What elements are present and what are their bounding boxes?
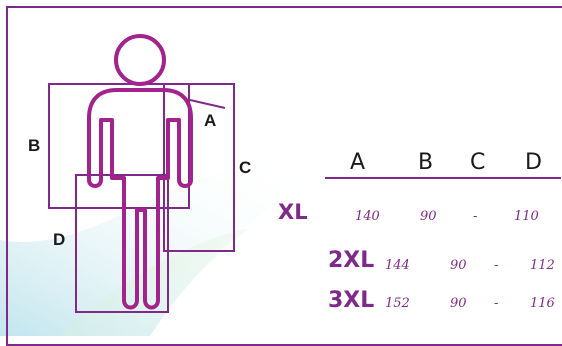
header-underline — [325, 177, 561, 179]
table-cell: - — [494, 258, 499, 273]
table-cell: 144 — [385, 258, 410, 273]
head — [114, 34, 166, 86]
measure-line-a — [189, 99, 226, 109]
measure-box-c — [163, 83, 235, 252]
column-header-c: C — [470, 150, 486, 175]
size-label-3xl: 3XL — [328, 288, 375, 313]
table-cell: - — [494, 296, 499, 311]
dimension-label-c: C — [239, 158, 252, 177]
table-cell: 90 — [450, 258, 467, 273]
table-cell: 152 — [385, 296, 410, 311]
column-header-d: D — [525, 150, 542, 175]
table-cell: 140 — [355, 209, 380, 224]
table-cell: 116 — [530, 296, 555, 311]
table-cell: - — [473, 209, 478, 224]
person-outline — [87, 34, 193, 310]
column-header-a: A — [350, 150, 366, 175]
column-header-b: B — [418, 150, 434, 175]
dimension-label-d: D — [53, 230, 66, 249]
table-cell: 112 — [530, 258, 555, 273]
table-cell: 90 — [450, 296, 467, 311]
table-cell: 110 — [514, 209, 539, 224]
size-label-xl: XL — [278, 200, 308, 224]
table-cell: 90 — [420, 209, 437, 224]
body-measurement-figure — [48, 34, 235, 313]
dimension-label-a: A — [204, 111, 217, 130]
measure-box-d — [75, 174, 169, 313]
size-label-2xl: 2XL — [328, 248, 375, 273]
dimension-label-b: B — [28, 136, 41, 155]
